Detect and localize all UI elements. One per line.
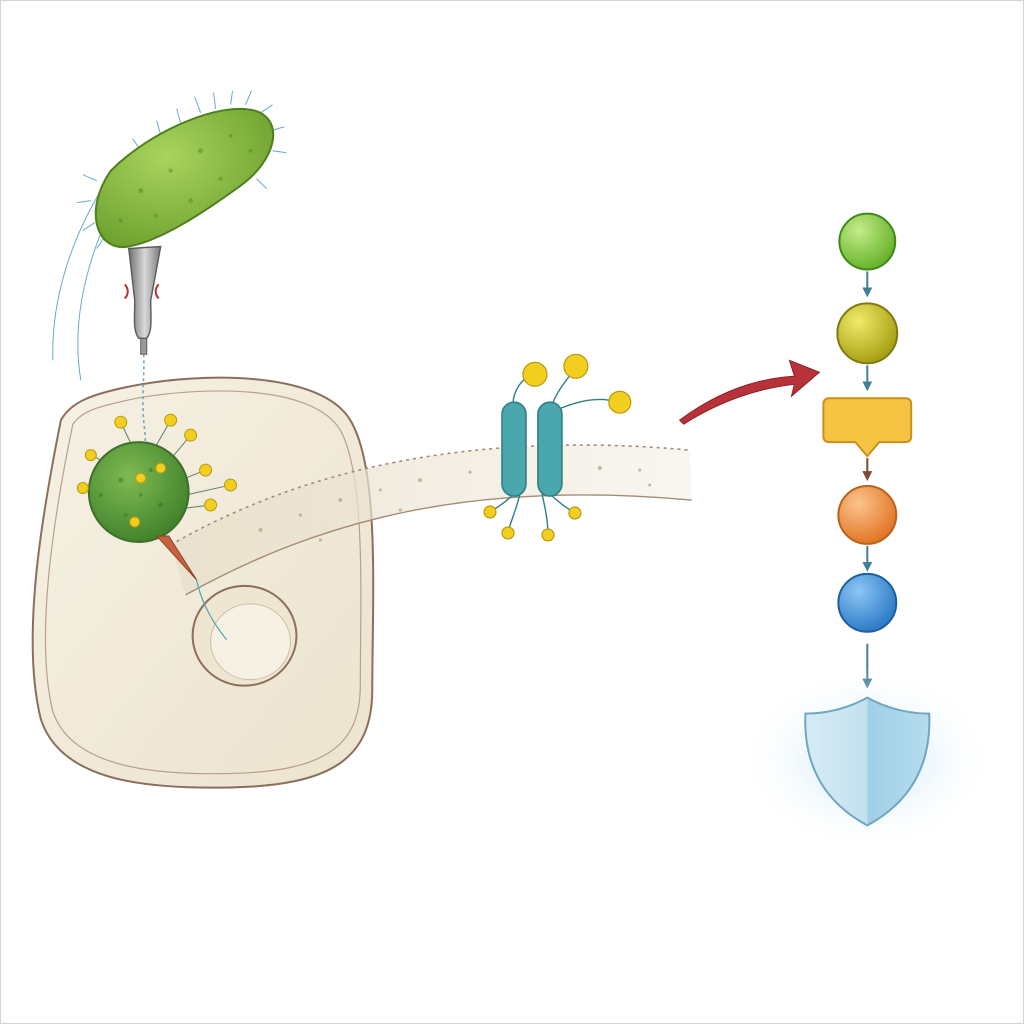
bacterium-icon [52,90,287,381]
nucleus-icon [191,584,298,687]
signaling-cascade [822,212,913,689]
amber-node [822,397,913,458]
membrane-receptor-icon [483,353,632,542]
signaling-arrow-icon [678,359,821,425]
orange-node [837,485,898,545]
blue-node [837,572,898,633]
vesicle-icon [76,413,238,641]
shield-icon [737,664,998,855]
green-node [838,212,897,271]
yellow-node [836,302,899,365]
